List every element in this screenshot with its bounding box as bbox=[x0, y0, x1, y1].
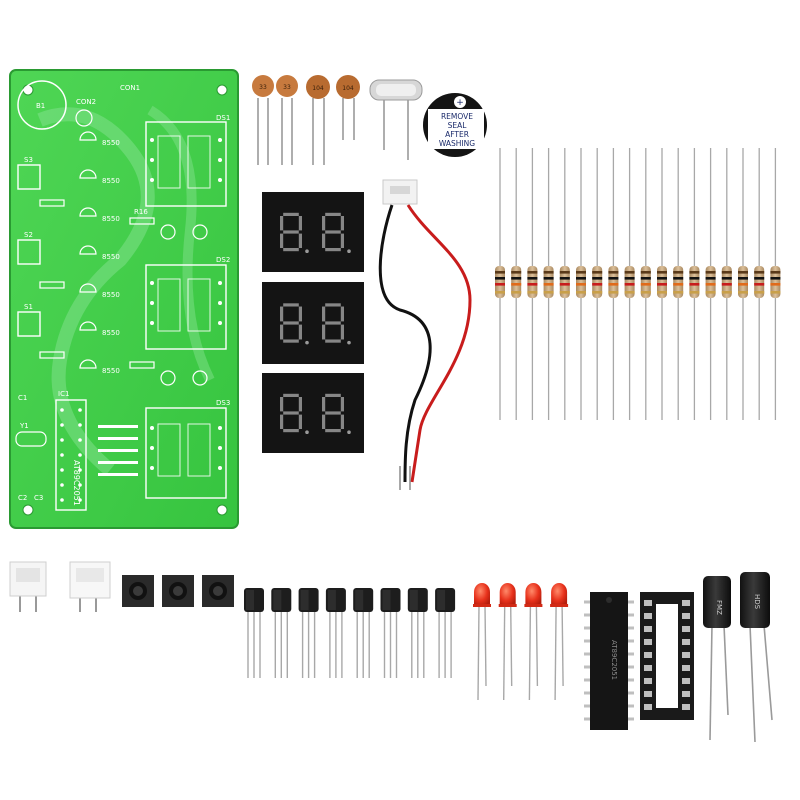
pcb-board: AT89C2051 DS1 DS2 DS3 8550 8550 8550 855… bbox=[9, 69, 239, 529]
digit-segments bbox=[322, 393, 351, 435]
pcb-transistor-2: 8550 bbox=[102, 177, 120, 185]
pcb-transistor-3: 8550 bbox=[102, 215, 120, 223]
resistor bbox=[608, 148, 619, 420]
transistor bbox=[407, 588, 428, 678]
resistor bbox=[673, 148, 684, 420]
resistor bbox=[559, 148, 570, 420]
connector-1 bbox=[9, 561, 47, 612]
resistor bbox=[738, 148, 748, 420]
buzzer-text-2: SEAL bbox=[448, 121, 468, 130]
pcb-label-c1: C1 bbox=[18, 394, 27, 402]
chip-label: AT89C2051 bbox=[610, 640, 618, 680]
crystal bbox=[369, 79, 423, 160]
electrolytic-capacitor-2: HDS bbox=[740, 572, 773, 743]
pcb-transistor-7: 8550 bbox=[102, 367, 120, 375]
elcap-label-2: HDS bbox=[753, 594, 761, 610]
elcap-label-1: FMZ bbox=[715, 600, 723, 615]
pcb-label-ic1: IC1 bbox=[58, 390, 69, 398]
resistor bbox=[543, 148, 554, 420]
resistor bbox=[754, 148, 765, 420]
resistor bbox=[657, 148, 667, 420]
transistor bbox=[380, 588, 401, 678]
display-3 bbox=[262, 373, 364, 453]
pcb-label-ds2: DS2 bbox=[216, 256, 230, 264]
pcb-label-c3: C3 bbox=[34, 494, 43, 502]
pcb-label-y1: Y1 bbox=[19, 422, 29, 430]
resistor bbox=[721, 148, 732, 420]
digit-segments bbox=[322, 303, 351, 345]
pcb-label-b1: B1 bbox=[36, 102, 45, 110]
tact-switches bbox=[122, 575, 234, 607]
pcb-chip-label: AT89C2051 bbox=[72, 460, 81, 506]
led bbox=[473, 583, 491, 701]
digit-segments bbox=[280, 212, 309, 253]
ceramic-capacitors bbox=[257, 98, 355, 165]
buzzer: + REMOVE SEAL AFTER WASHING bbox=[423, 93, 487, 157]
pcb-label-c2: C2 bbox=[18, 494, 27, 502]
resistor bbox=[576, 148, 586, 420]
pcb-label-ds3: DS3 bbox=[216, 399, 230, 407]
led bbox=[524, 583, 543, 701]
resistor bbox=[770, 148, 781, 420]
ceramic-cap-bodies: 33 33 104 104 bbox=[252, 75, 360, 99]
cap-label-2: 33 bbox=[283, 84, 291, 91]
transistor bbox=[271, 588, 292, 678]
electrolytic-capacitor-1: FMZ bbox=[703, 576, 731, 741]
pcb-label-r16: R16 bbox=[134, 208, 148, 216]
ic-socket bbox=[640, 592, 694, 720]
cap-label-4: 104 bbox=[342, 85, 354, 92]
cap-label-3: 104 bbox=[312, 85, 324, 92]
digit-segments bbox=[280, 303, 309, 345]
pcb-label-s1: S1 bbox=[24, 303, 33, 311]
resistor bbox=[705, 148, 716, 420]
resistor bbox=[624, 148, 635, 420]
pcb-transistor-6: 8550 bbox=[102, 329, 120, 337]
resistor bbox=[592, 148, 603, 420]
resistor bbox=[511, 148, 522, 420]
transistor bbox=[244, 588, 264, 678]
buzzer-plus-sign: + bbox=[456, 98, 464, 108]
transistor bbox=[325, 588, 346, 678]
pcb-label-ds1: DS1 bbox=[216, 114, 230, 122]
display-2 bbox=[262, 282, 364, 364]
resistor bbox=[495, 148, 505, 420]
transistor bbox=[353, 588, 374, 678]
led bbox=[498, 583, 517, 701]
transistor bbox=[435, 588, 456, 678]
transistor bbox=[298, 588, 319, 678]
resistors bbox=[495, 148, 781, 420]
leds bbox=[473, 583, 569, 701]
buzzer-text-1: REMOVE bbox=[441, 112, 473, 121]
buzzer-text-3: AFTER bbox=[445, 130, 469, 139]
digit-segments bbox=[280, 393, 309, 435]
microcontroller-chip: AT89C2051 bbox=[584, 592, 634, 730]
display-1 bbox=[262, 192, 364, 272]
cap-label-1: 33 bbox=[259, 84, 267, 91]
pcb-label-s3: S3 bbox=[24, 156, 33, 164]
pcb-label-con1: CON1 bbox=[120, 84, 140, 92]
connector-2 bbox=[69, 561, 111, 612]
pcb-transistor-5: 8550 bbox=[102, 291, 120, 299]
power-wire bbox=[378, 179, 472, 490]
resistor bbox=[640, 148, 651, 420]
resistor bbox=[527, 148, 538, 420]
digit-segments bbox=[322, 212, 351, 253]
transistors bbox=[244, 588, 456, 678]
resistor bbox=[689, 148, 700, 420]
pcb-transistor-4: 8550 bbox=[102, 253, 120, 261]
pcb-label-s2: S2 bbox=[24, 231, 33, 239]
pcb-transistor-1: 8550 bbox=[102, 139, 120, 147]
led bbox=[550, 583, 569, 701]
seven-segment-displays bbox=[262, 192, 364, 453]
buzzer-text-4: WASHING bbox=[439, 139, 475, 148]
pcb-label-con2: CON2 bbox=[76, 98, 96, 106]
